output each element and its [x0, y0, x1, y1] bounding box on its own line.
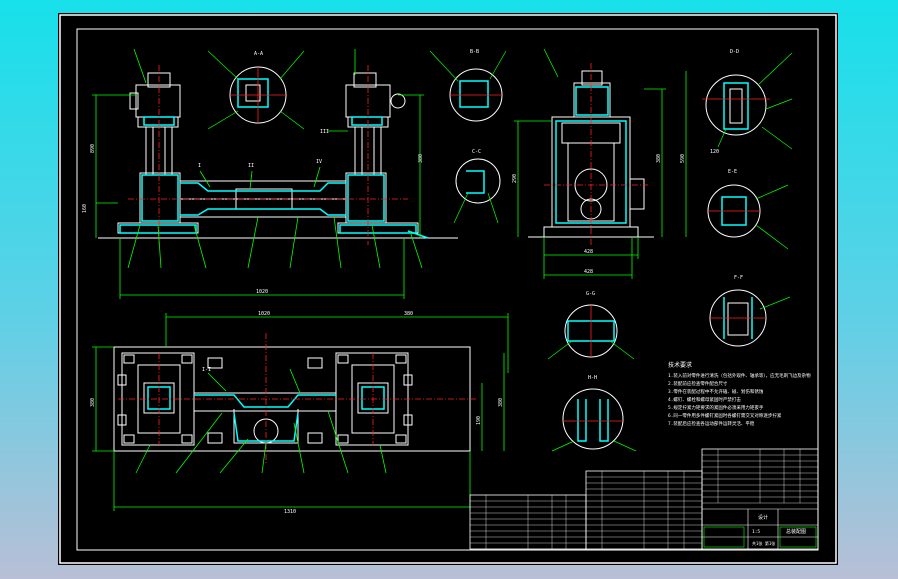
svg-text:1020: 1020 [256, 289, 268, 295]
detail-label-1: I [198, 163, 201, 169]
technical-note-1: 1.装入前对零件进行清洗（包括外观件、轴承等），应无毛刺飞边及杂物 [668, 372, 811, 379]
technical-note-6: 6.同一零件用多件螺钉紧固时各螺钉需交叉对称逐步拧紧 [668, 412, 782, 419]
detail-view-a: A-A [207, 50, 305, 130]
technical-note-3: 3.零件在装配过程中不允许磕、碰、划伤和锈蚀 [668, 388, 764, 395]
view-label-b: B-B [470, 49, 479, 55]
technical-note-4: 4.螺钉、螺栓和螺母紧固时严禁打击 [668, 396, 741, 403]
svg-text:160: 160 [82, 204, 88, 213]
detail-label-4: IV [316, 159, 322, 165]
detail-view-g: G-G [547, 291, 635, 360]
technical-notes: 技术要求 1.装入前对零件进行清洗（包括外观件、轴承等），应无毛刺飞边及杂物 2… [668, 361, 811, 427]
view-label-h: H-H [588, 375, 597, 381]
technical-note-2: 2.装配前应检查零件配合尺寸 [668, 380, 728, 387]
title-block-company: 设计 [758, 514, 768, 521]
view-label-f: F-F [734, 275, 743, 281]
svg-text:428: 428 [584, 269, 593, 275]
detail-label-3: III [320, 129, 329, 135]
detail-view-c: C-C [453, 149, 501, 224]
parts-list: 设计 总装配图 1:5 共1张 第1张 [469, 448, 819, 550]
svg-text:190: 190 [476, 416, 482, 425]
svg-text:428: 428 [584, 249, 593, 255]
svg-text:380: 380 [656, 154, 662, 163]
side-view: 428 428 380 590 290 [512, 48, 687, 279]
view-label-g: G-G [586, 291, 595, 297]
view-label-c: C-C [472, 149, 481, 155]
detail-view-b: B-B [429, 49, 507, 122]
technical-note-5: 5.规定拧紧力矩要求的紧固件必须采用力矩扳手 [668, 404, 764, 411]
svg-text:380: 380 [90, 398, 96, 407]
outer-border [59, 14, 837, 564]
front-view: 890 380 1020 160 I II IV III [82, 48, 458, 299]
cad-drawing: 890 380 1020 160 I II IV III A-A B-B [59, 14, 837, 564]
technical-note-7: 7.装配后应检查各运动部件运转灵活、平稳 [668, 420, 755, 427]
drawing-sheet: 890 380 1020 160 I II IV III A-A B-B [58, 13, 838, 565]
inner-border [76, 28, 819, 551]
plan-label-detail: I-I [202, 367, 211, 373]
detail-view-f: F-F [709, 275, 791, 347]
view-label-a: A-A [254, 51, 263, 57]
svg-text:290: 290 [512, 174, 518, 183]
svg-text:380: 380 [418, 154, 424, 163]
detail-view-e: E-E [707, 169, 789, 250]
view-label-e: E-E [728, 169, 737, 175]
svg-text:380: 380 [404, 311, 413, 317]
svg-text:380: 380 [498, 398, 504, 407]
title-block-sheet: 共1张 第1张 [752, 540, 775, 546]
technical-notes-heading: 技术要求 [668, 361, 692, 369]
detail-view-h: H-H [551, 375, 637, 452]
detail-label-2: II [248, 163, 254, 169]
plan-view: 1020 380 1310 380 190 380 I-I [90, 311, 509, 515]
svg-text:590: 590 [680, 154, 686, 163]
svg-text:1020: 1020 [258, 311, 270, 317]
svg-text:890: 890 [90, 144, 96, 153]
svg-text:120: 120 [710, 149, 719, 155]
svg-text:1310: 1310 [284, 509, 296, 515]
view-label-d: D-D [730, 49, 739, 55]
title-block-drawing-name: 总装配图 [786, 528, 806, 535]
detail-view-d: D-D 120 [702, 49, 793, 155]
title-block-scale: 1:5 [752, 529, 760, 535]
